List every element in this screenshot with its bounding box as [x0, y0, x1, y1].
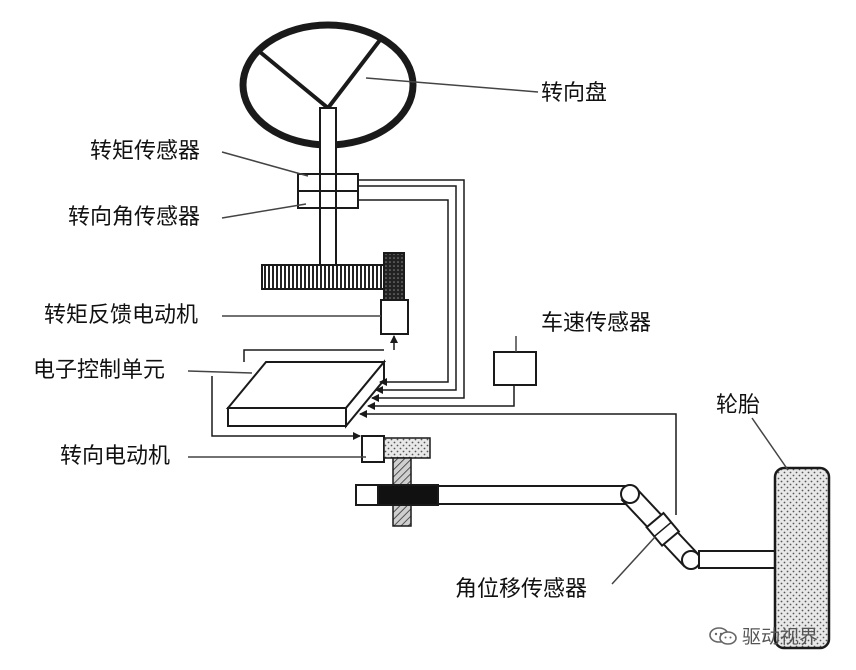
angular-displacement-sensor — [645, 511, 681, 548]
wechat-icon — [709, 626, 737, 645]
motor-gear — [383, 437, 431, 459]
column-sensor-housing — [297, 173, 359, 209]
column-rack — [261, 264, 385, 290]
speed-sensor-wire — [367, 385, 515, 410]
label-angular-displacement-sensor: 角位移传感器 — [455, 577, 588, 602]
label-steering-angle-sensor: 转向角传感器 — [68, 205, 201, 230]
label-torque-sensor: 转矩传感器 — [90, 139, 201, 164]
sensor-wires — [358, 179, 465, 402]
label-ecu: 电子控制单元 — [33, 358, 166, 383]
watermark-text: 驱动视界 — [742, 626, 819, 648]
label-steering-motor: 转向电动机 — [60, 444, 171, 469]
label-torque-feedback-motor: 转矩反馈电动机 — [44, 303, 199, 328]
leader-lines — [187, 77, 789, 585]
watermark: 驱动视界 — [708, 622, 818, 649]
label-tire: 轮胎 — [716, 393, 761, 418]
ecu-block — [225, 349, 387, 429]
tie-rod-linkage — [620, 484, 776, 570]
label-steering-wheel: 转向盘 — [541, 81, 608, 106]
label-vehicle-speed-sensor: 车速传感器 — [541, 311, 652, 336]
tire — [773, 466, 831, 650]
angle-sensor-wire — [359, 410, 677, 515]
vehicle-speed-sensor — [493, 351, 537, 386]
steering-motor — [361, 435, 385, 463]
steering-rack — [355, 484, 629, 506]
motor-command-wire — [211, 376, 361, 440]
feedback-gear — [383, 252, 405, 302]
torque-feedback-motor — [380, 299, 409, 335]
